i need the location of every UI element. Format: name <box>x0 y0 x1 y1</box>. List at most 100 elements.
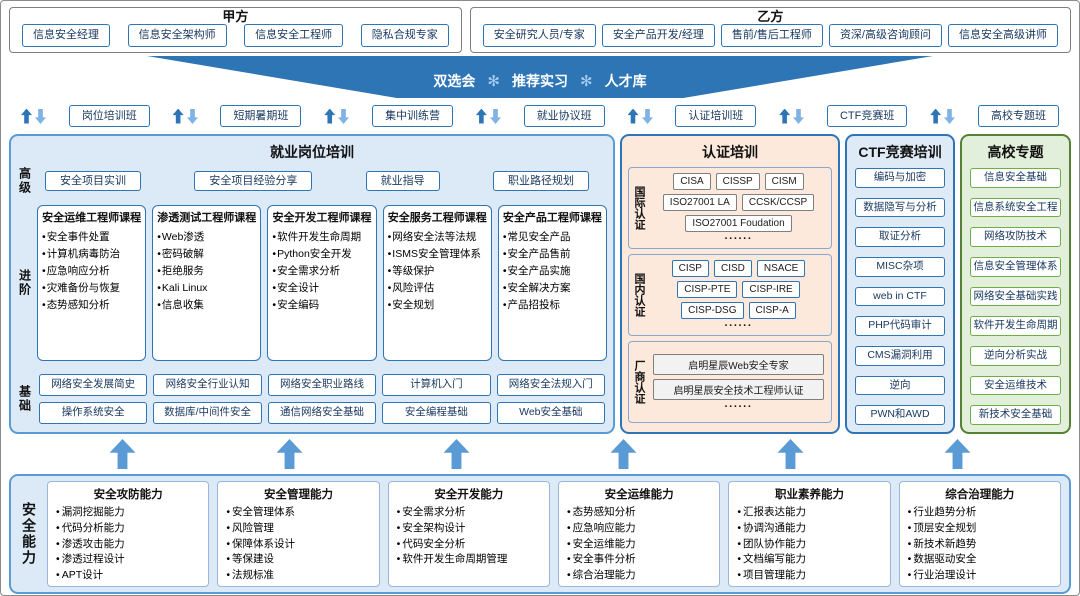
capability-item: 数据驱动安全 <box>908 552 1052 568</box>
course-item: 安全规划 <box>388 297 487 314</box>
cert-pill: CISP-DSG <box>681 302 744 319</box>
class-pill: 高校专题班 <box>977 104 1059 128</box>
up-arrow-icon <box>627 108 639 124</box>
capability-item: 协调沟通能力 <box>737 521 881 537</box>
funnel-label: 推荐实习 <box>512 73 568 89</box>
down-arrow-icon <box>642 109 653 124</box>
capability-item: 安全运维能力 <box>567 537 711 553</box>
role-pill: 信息安全工程师 <box>244 24 344 47</box>
cert-pill: CISA <box>673 173 711 190</box>
course-item: 拒绝服务 <box>157 263 256 280</box>
capability-item: 保障体系设计 <box>226 537 370 553</box>
basic-pill: 数据库/中间件安全 <box>153 402 262 424</box>
class-pill: 岗位培训班 <box>68 104 150 128</box>
cert-pill: ISO27001 LA <box>662 194 737 211</box>
vendor-cert-label: 厂商认证 <box>633 360 645 404</box>
role-pill: 信息安全架构师 <box>127 24 227 47</box>
college-pill: 新技术安全基础 <box>970 405 1061 425</box>
course-item: 态势感知分析 <box>42 297 141 314</box>
capability-title: 安全运维能力 <box>604 489 674 501</box>
course-item: 网络安全法等法规 <box>388 229 487 246</box>
down-arrow-icon <box>490 109 501 124</box>
down-arrow-icon <box>793 109 804 124</box>
capability-group: 职业素养能力 汇报表达能力 协调沟通能力 团队协作能力 文档编写能力 项目管理能… <box>728 481 891 587</box>
advanced-pill: 安全项目经验分享 <box>194 170 313 192</box>
certification-panel: 认证培训 国际认证 CISA CISSP CISM ISO27001 LA CC… <box>620 134 840 434</box>
domestic-cert-label: 国内认证 <box>633 273 645 317</box>
up-arrow-icon <box>172 108 184 124</box>
capability-item: 代码安全分析 <box>397 537 541 553</box>
up-arrow-icon <box>777 439 804 469</box>
international-cert-items: CISA CISSP CISM ISO27001 LA CCSK/CCSP IS… <box>649 172 828 245</box>
basic-pill: 网络安全发展简史 <box>39 374 148 396</box>
capability-group: 安全攻防能力 漏洞挖掘能力 代码分析能力 渗透攻击能力 渗透过程设计 APT设计 <box>47 481 210 587</box>
certification-title: 认证培训 <box>702 144 758 160</box>
capability-item: 安全管理体系 <box>226 505 370 521</box>
down-arrow-icon <box>187 109 198 124</box>
basic-pill: 操作系统安全 <box>39 402 148 424</box>
basic-items: 网络安全发展简史 网络安全行业认知 网络安全职业路线 计算机入门 网络安全法规入… <box>37 370 607 428</box>
course-item: 风险评估 <box>388 280 487 297</box>
party-b-box: 乙方 安全研究人员/专家 安全产品开发/经理 售前/售后工程师 资深/高级咨询顾… <box>469 7 1071 53</box>
college-pill: 网络攻防技术 <box>970 227 1061 247</box>
role-pill: 隐私合规专家 <box>360 24 449 47</box>
class-pill: 集中训练营 <box>372 104 454 128</box>
course-item: Web渗透 <box>157 229 256 246</box>
course-item: 安全事件处置 <box>42 229 141 246</box>
up-arrow-icon <box>276 439 303 469</box>
ctf-items: 编码与加密 数据隐写与分析 取证分析 MISC杂项 web in CTF PHP… <box>853 167 947 428</box>
international-cert-label: 国际认证 <box>633 186 645 230</box>
course-item: Python安全开发 <box>272 246 371 263</box>
capability-group: 综合治理能力 行业趋势分析 顶层安全规划 新技术新趋势 数据驱动安全 行业治理设… <box>898 481 1061 587</box>
capability-title: 安全管理能力 <box>263 489 333 501</box>
course-item: 应急响应分析 <box>42 263 141 280</box>
advanced-row: 高级 安全项目实训 安全项目经验分享 就业指导 职业路径规划 <box>17 167 607 195</box>
ctf-pill: MISC杂项 <box>855 257 945 277</box>
advanced-pill: 职业路径规划 <box>492 170 589 192</box>
up-arrow-icon <box>610 439 637 469</box>
capability-panel: 安全能力 安全攻防能力 漏洞挖掘能力 代码分析能力 渗透攻击能力 渗透过程设计 … <box>9 474 1071 594</box>
cert-pill: CISM <box>764 173 804 190</box>
updown-arrows <box>930 108 955 124</box>
course-item: 信息收集 <box>157 297 256 314</box>
course-title: 安全开发工程师课程 <box>272 212 372 224</box>
up-arrow-icon <box>443 439 470 469</box>
up-arrow-icon <box>944 439 971 469</box>
intermediate-label: 进阶 <box>17 269 32 297</box>
party-b-items: 安全研究人员/专家 安全产品开发/经理 售前/售后工程师 资深/高级咨询顾问 信… <box>479 24 1062 47</box>
course-card: 渗透测试工程师课程 Web渗透 密码破解 拒绝服务 Kali Linux 信息收… <box>152 205 262 361</box>
course-item: 计算机病毒防治 <box>42 246 141 263</box>
ctf-pill: PHP代码审计 <box>855 316 945 336</box>
down-arrow-icon <box>35 109 46 124</box>
funnel-label: 人才库 <box>604 73 647 89</box>
capability-item: 行业治理设计 <box>908 568 1052 584</box>
cert-pill: CISSP <box>715 173 760 190</box>
course-item: 常见安全产品 <box>503 229 602 246</box>
course-item: 安全设计 <box>272 280 371 297</box>
advanced-label: 高级 <box>17 167 32 195</box>
advanced-items: 安全项目实训 安全项目经验分享 就业指导 职业路径规划 <box>37 167 607 195</box>
college-pill: 逆向分析实战 <box>970 346 1061 366</box>
down-arrow-icon <box>944 109 955 124</box>
ctf-pill: CMS漏洞利用 <box>855 346 945 366</box>
capability-item: 漏洞挖掘能力 <box>56 505 200 521</box>
capability-item: 行业趋势分析 <box>908 505 1052 521</box>
updown-arrows <box>475 108 501 124</box>
intermediate-row: 进阶 安全运维工程师课程 安全事件处置 计算机病毒防治 应急响应分析 灾难备份与… <box>17 205 608 361</box>
course-item: 安全解决方案 <box>503 280 602 297</box>
capability-group: 安全管理能力 安全管理体系 风险管理 保障体系设计 等保建设 法规标准 <box>217 481 380 587</box>
course-item: 软件开发生命周期 <box>272 229 371 246</box>
updown-arrows <box>779 108 804 124</box>
college-pill: 信息安全管理体系 <box>970 257 1061 277</box>
advanced-pill: 就业指导 <box>365 170 440 192</box>
up-arrow-icon <box>109 439 136 469</box>
capability-item: 风险管理 <box>226 521 370 537</box>
basic-pill: 网络安全法规入门 <box>496 374 605 396</box>
basic-pill: 网络安全行业认知 <box>153 374 262 396</box>
class-pill: 短期暑期班 <box>220 104 302 128</box>
capability-item: 安全需求分析 <box>397 505 541 521</box>
updown-arrows <box>324 108 349 124</box>
course-card: 安全开发工程师课程 软件开发生命周期 Python安全开发 安全需求分析 安全设… <box>267 205 377 361</box>
capability-item: 新技术新趋势 <box>908 537 1052 553</box>
domestic-cert-section: 国内认证 CISP CISD NSACE CISP-PTE CISP-IRE C… <box>628 254 832 336</box>
